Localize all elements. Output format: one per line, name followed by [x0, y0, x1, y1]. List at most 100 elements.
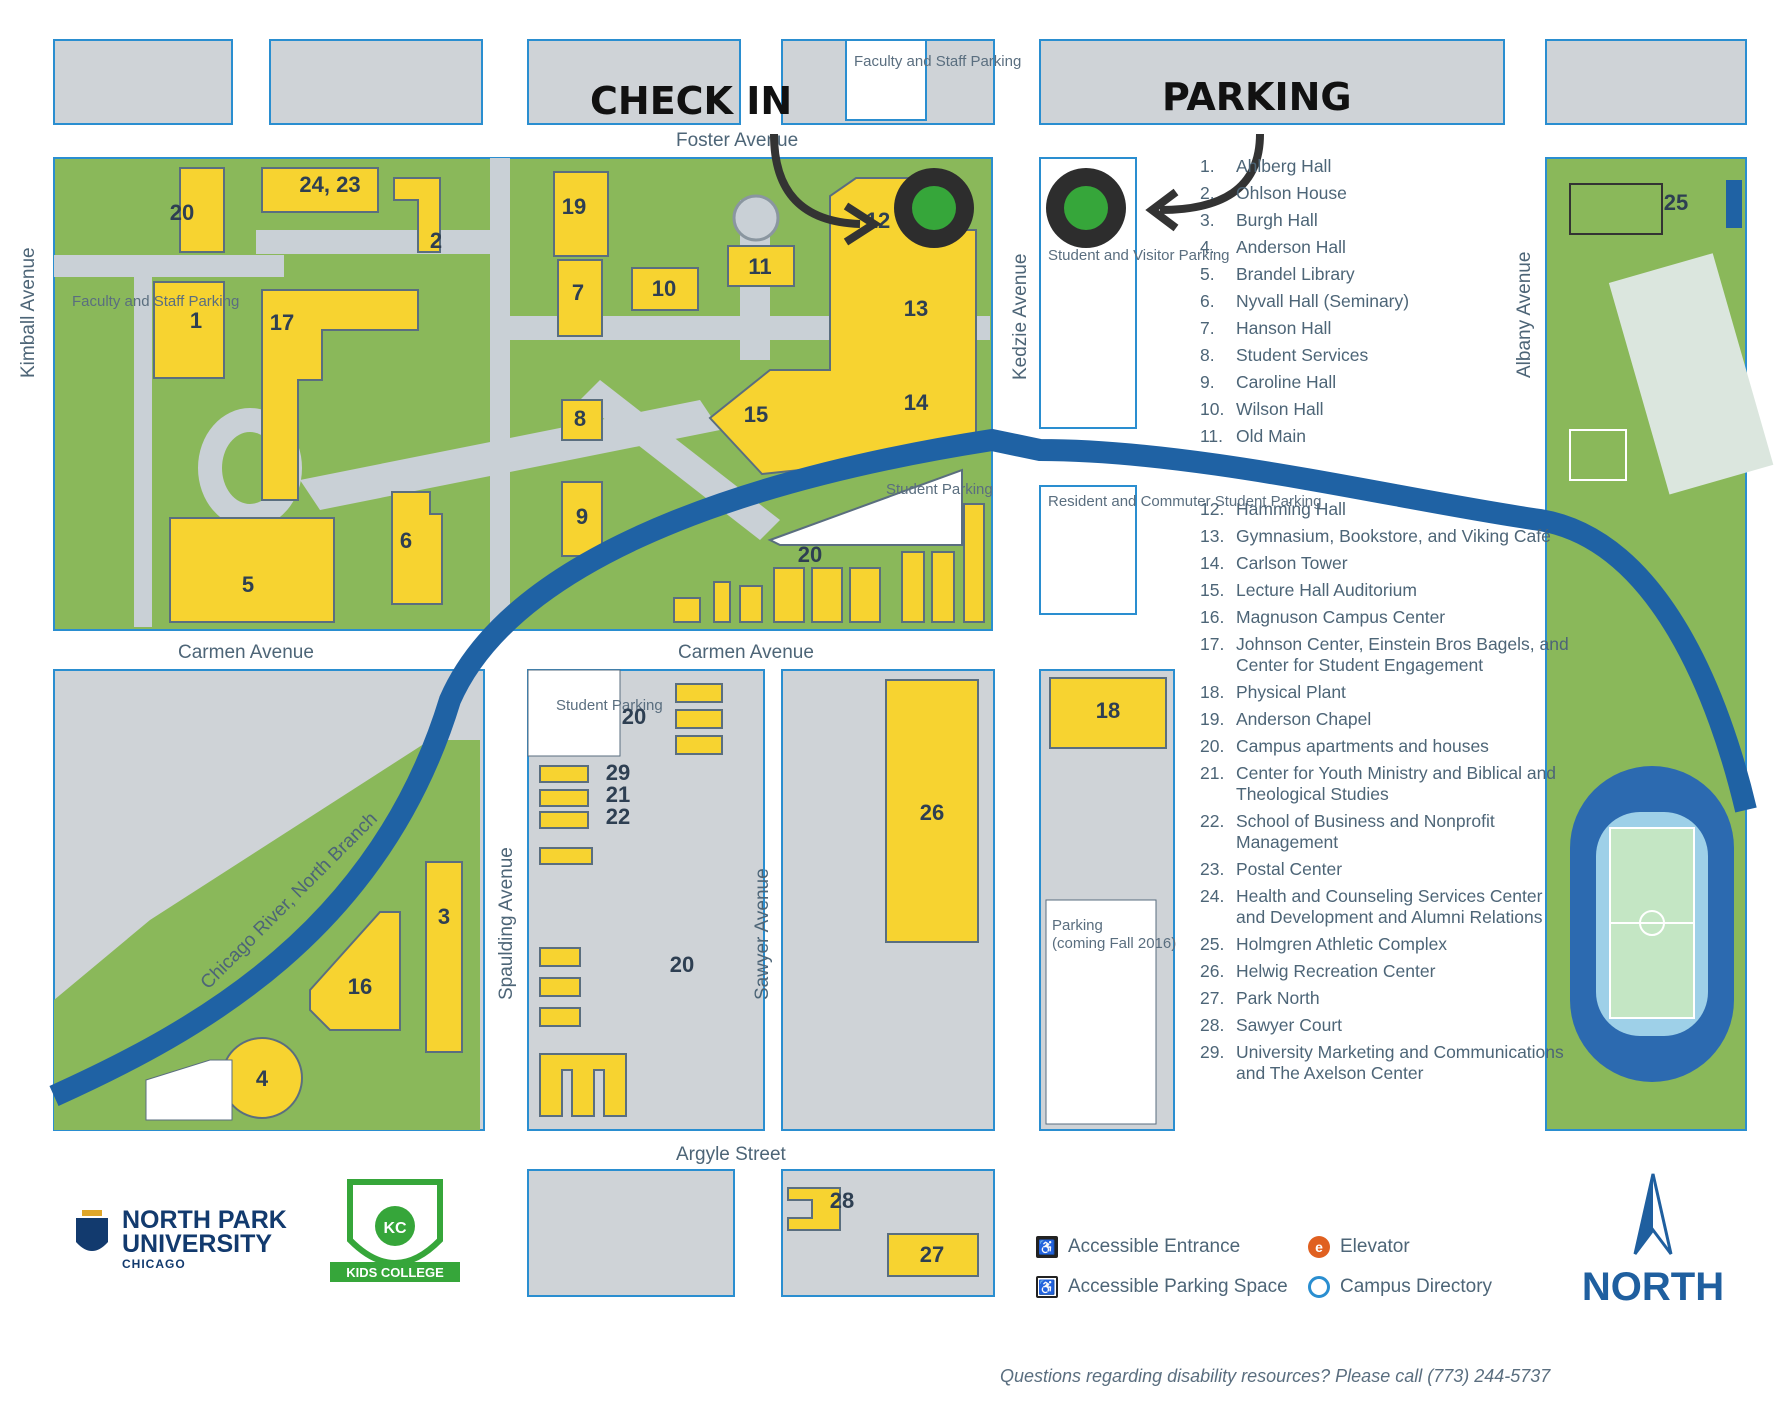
student-parking-lower [527, 669, 621, 757]
legend-building-name: Nyvall Hall (Seminary) [1236, 291, 1410, 311]
legend-building-name: Health and Counseling Services Center an… [1236, 886, 1543, 927]
resident-lot [1039, 485, 1137, 615]
north-indicator: NORTH [1568, 1170, 1738, 1310]
legend-building-name: Postal Center [1236, 859, 1343, 879]
legend-number: 6. [1200, 291, 1215, 311]
bldg-num-27: 27 [920, 1242, 944, 1267]
street-albany: Albany Avenue [1514, 252, 1535, 378]
legend-number: 14. [1200, 553, 1225, 573]
bldg-num-9: 9 [576, 504, 588, 529]
legend-building-name: Lecture Hall Auditorium [1236, 580, 1417, 600]
bldg-num-26: 26 [920, 800, 944, 825]
bleachers [1608, 253, 1774, 495]
legend-number: 12. [1200, 499, 1225, 519]
center-circle [1639, 910, 1665, 936]
legend-number: 22. [1200, 811, 1225, 831]
bldg-num-1: 1 [190, 308, 202, 333]
bldg-num-22: 22 [606, 804, 630, 829]
key-accessible-parking-label: Accessible Parking Space [1068, 1276, 1288, 1297]
legend-building-name: Hamming Hall [1236, 499, 1346, 519]
legend-building-name: Helwig Recreation Center [1236, 961, 1436, 981]
key-elevator-label: Elevator [1340, 1236, 1410, 1257]
top-blocks [53, 39, 1747, 125]
street-sawyer: Sawyer Avenue [752, 868, 773, 1000]
legend-number: 21. [1200, 763, 1225, 783]
legend-number: 19. [1200, 709, 1225, 729]
legend-building-name: Holmgren Athletic Complex [1236, 934, 1448, 954]
street-carmen-left: Carmen Avenue [178, 642, 314, 663]
legend-item: 24.Health and Counseling Services Center… [1200, 886, 1570, 928]
legend-item: 5.Brandel Library [1200, 264, 1570, 285]
legend-number: 9. [1200, 372, 1215, 392]
legend-number: 27. [1200, 988, 1225, 1008]
legend-number: 8. [1200, 345, 1215, 365]
check-in-arrow [770, 133, 861, 228]
legend-item: 15. Lecture Hall Auditorium [1200, 580, 1570, 601]
parking-label: PARKING [1162, 75, 1352, 119]
bldg-num-14: 14 [904, 390, 929, 415]
wheelchair-icon: ♿ [1036, 1236, 1058, 1258]
student-parking-2-label: Student Parking [556, 697, 663, 714]
legend-number: 18. [1200, 682, 1225, 702]
bldg-num-17: 17 [270, 310, 294, 335]
legend-number: 13. [1200, 526, 1225, 546]
legend-item: 10. Wilson Hall [1200, 399, 1570, 420]
legend-number: 15. [1200, 580, 1225, 600]
baseball-diamond [1569, 429, 1627, 481]
street-spaulding: Spaulding Avenue [496, 847, 517, 1000]
legend-item: 18.Physical Plant [1200, 682, 1570, 703]
legend-building-name: Sawyer Court [1236, 1015, 1343, 1035]
resident-lot-label: Resident and Commuter Student Parking [1048, 493, 1321, 510]
legend-item: 3.Burgh Hall [1200, 210, 1570, 231]
legend-building-name: Caroline Hall [1236, 372, 1337, 392]
bldg-num-4: 4 [256, 1066, 269, 1091]
faculty-left-lot-label: Faculty and Staff Parking [72, 293, 239, 310]
bldg-num-5: 5 [242, 572, 254, 597]
legend-item: 1.Ahlberg Hall [1200, 156, 1570, 177]
legend-item: 27.Park North [1200, 988, 1570, 1009]
legend-building-name: Brandel Library [1236, 264, 1355, 284]
legend-item: 28. Sawyer Court [1200, 1015, 1570, 1036]
legend-building-name: Wilson Hall [1236, 399, 1324, 419]
legend-building-name: Anderson Chapel [1236, 709, 1372, 729]
legend-item: 6. Nyvall Hall (Seminary) [1200, 291, 1570, 312]
key-accessible-entrance: ♿ Accessible Entrance [1036, 1236, 1240, 1258]
north-arrow-icon [1633, 1173, 1673, 1255]
north-label: NORTH [1581, 1265, 1725, 1309]
npu-crest-icon [76, 1210, 108, 1251]
chicago-river [49, 428, 1757, 1107]
legend-building-name: Campus apartments and houses [1236, 736, 1489, 756]
bldg-num-20b: 20 [798, 542, 822, 567]
bldg-num-19: 19 [562, 194, 586, 219]
kc-ribbon-text: KIDS COLLEGE [346, 1265, 444, 1280]
fountain [732, 194, 780, 242]
legend-item: 26.Helwig Recreation Center [1200, 961, 1570, 982]
bldg-num-15: 15 [744, 402, 768, 427]
npu-city: CHICAGO [122, 1257, 186, 1271]
legend-number: 29. [1200, 1042, 1225, 1062]
bldg-num-16: 16 [348, 974, 372, 999]
legend-item: 20.Campus apartments and houses [1200, 736, 1570, 757]
key-elevator: e Elevator [1308, 1236, 1410, 1258]
legend-number: 10. [1200, 399, 1225, 419]
legend-building-name: Hanson Hall [1236, 318, 1332, 338]
bldg-num-10: 10 [652, 276, 676, 301]
legend-item: 4.Anderson Hall [1200, 237, 1570, 258]
legend-number: 28. [1200, 1015, 1225, 1035]
parking-arrowhead [1145, 188, 1179, 232]
faculty-top-lot [845, 39, 927, 121]
elevator-icon: e [1308, 1236, 1330, 1258]
legend-item: 8.Student Services [1200, 345, 1570, 366]
kids-college-logo: KC KIDS COLLEGE [310, 1170, 480, 1296]
legend-number: 7. [1200, 318, 1215, 338]
legend-building-name: School of Business and Nonprofit Managem… [1236, 811, 1495, 852]
key-accessible-entrance-label: Accessible Entrance [1068, 1236, 1241, 1257]
bldg-num-2423: 24, 23 [299, 172, 360, 197]
bottom-block-1 [527, 1169, 735, 1297]
legend-building-name: Magnuson Campus Center [1236, 607, 1446, 627]
check-in-label: CHECK IN [590, 79, 792, 123]
legend-number: 23. [1200, 859, 1225, 879]
legend-item: 13.Gymnasium, Bookstore, and Viking Café [1200, 526, 1570, 547]
check-in-arrowhead [843, 202, 882, 246]
